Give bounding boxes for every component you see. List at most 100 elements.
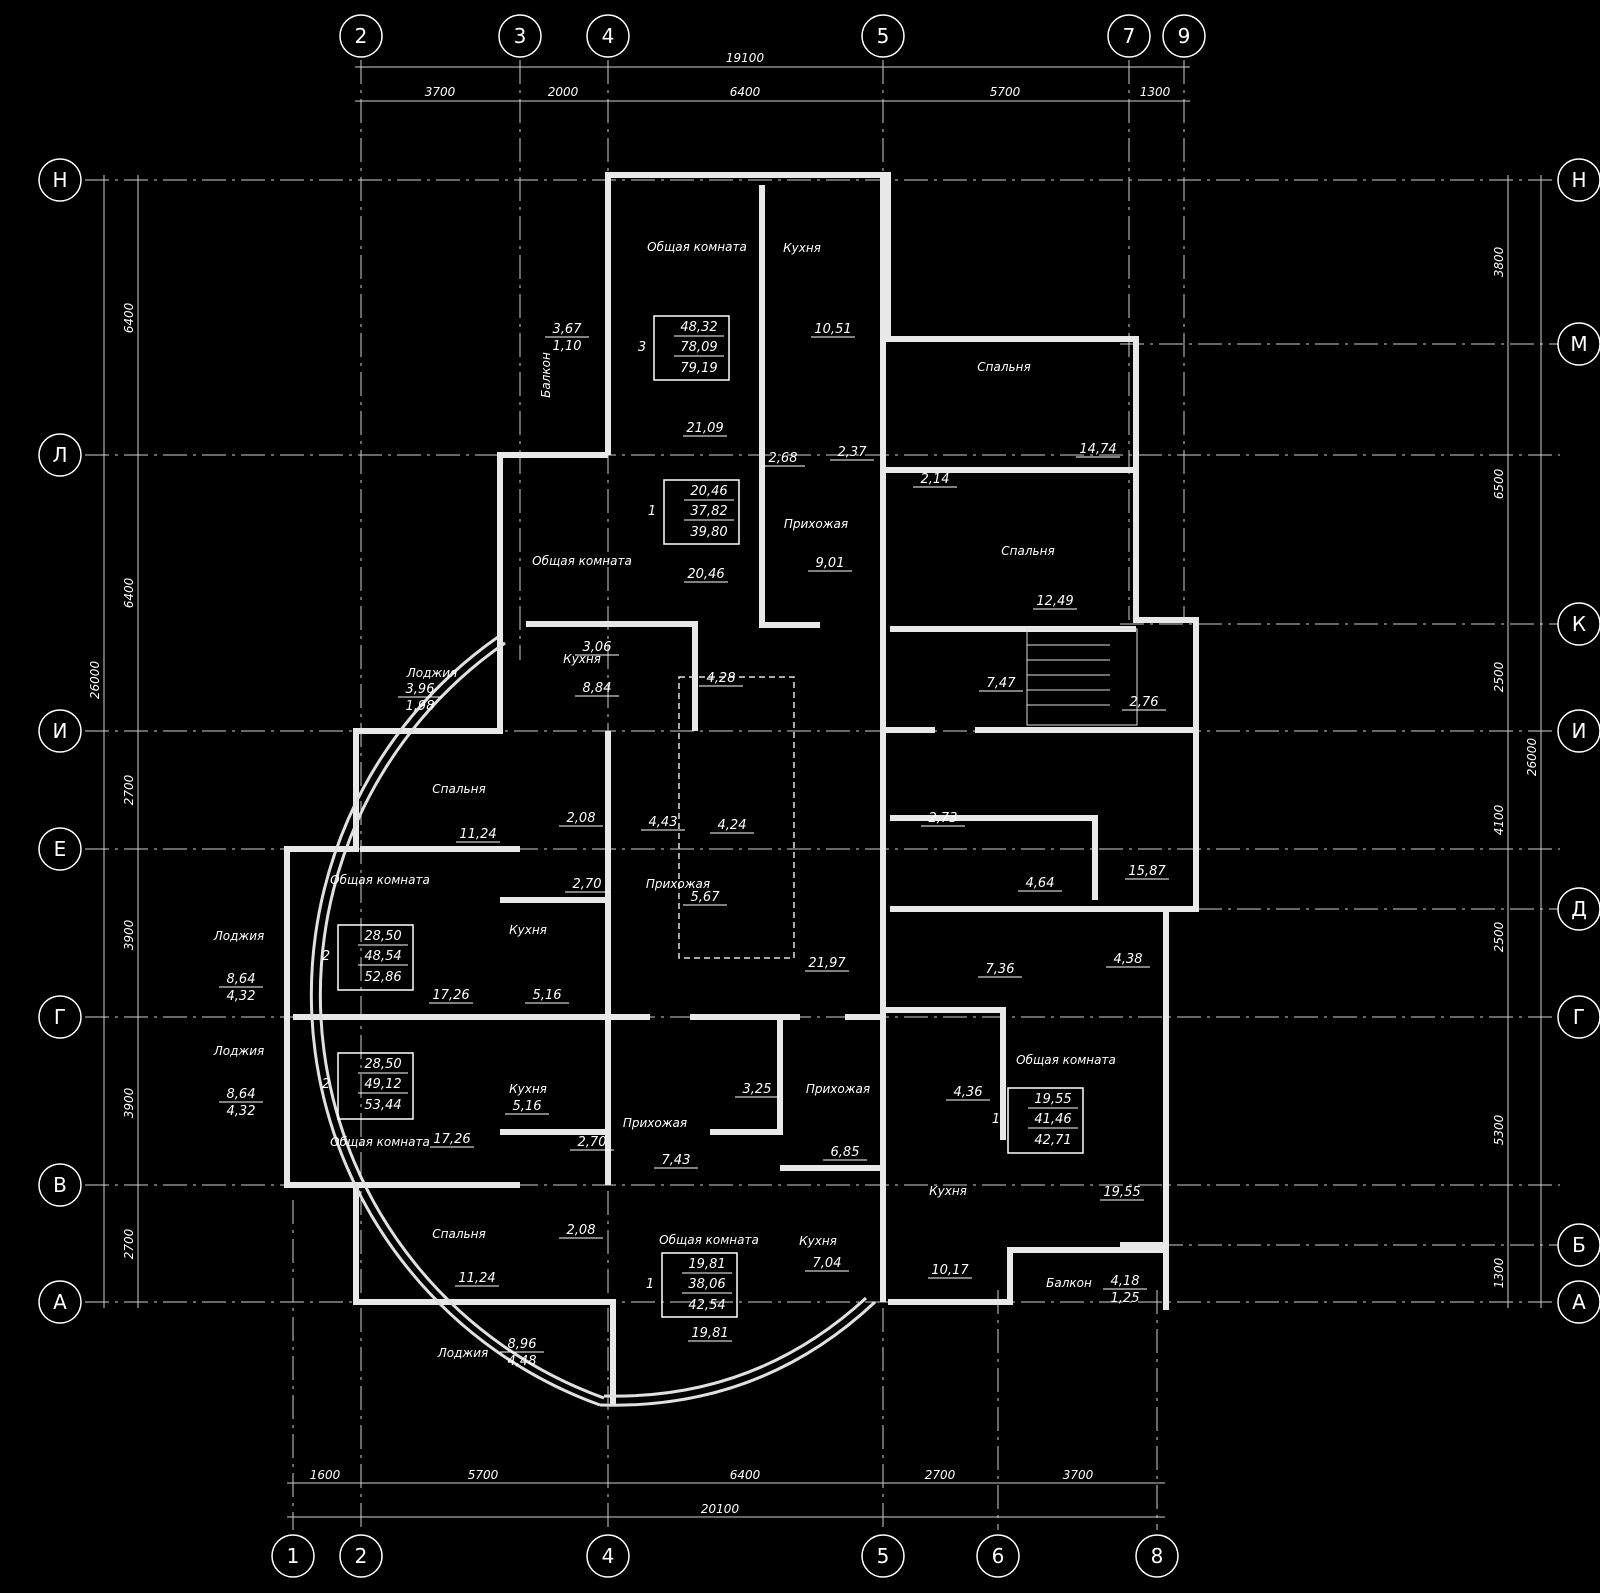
apartment-total-with-balcony: 42,71	[1034, 1133, 1071, 1148]
apartment-living-area: 28,50	[364, 1057, 401, 1072]
loggia-curves	[309, 635, 877, 1407]
dimension-left: 6400	[122, 577, 136, 608]
room-area: 5,16	[513, 1099, 542, 1114]
room-name: Общая комната	[330, 873, 430, 887]
room-labels: Общая комната21,09Кухня10,51Балкон3,671,…	[213, 240, 1169, 1369]
apartment-rooms: 1	[648, 504, 656, 519]
axis-circle	[1107, 14, 1151, 58]
axis-label: 7	[1123, 24, 1136, 48]
apartment-rooms: 3	[638, 340, 646, 355]
room-area: 5,67	[691, 890, 721, 905]
room-name: Прихожая	[784, 517, 848, 531]
dimension-left: 2700	[122, 1228, 136, 1259]
apartment-boxes	[337, 315, 1084, 1318]
axis-circle	[498, 14, 542, 58]
axis-circle	[1135, 1534, 1179, 1578]
axis-circle	[1557, 709, 1600, 753]
axis-circle	[339, 14, 383, 58]
room-area: 10,17	[931, 1263, 969, 1278]
axis-marker: К	[1557, 602, 1600, 646]
room: 21,97	[805, 956, 849, 972]
room-name: Лоджия	[213, 929, 265, 943]
room-area: 9,01	[816, 556, 845, 571]
dimension-right: 26000	[1525, 738, 1539, 777]
apartment-rooms: 1	[646, 1277, 654, 1292]
room-area: 15,87	[1128, 864, 1166, 879]
room-area: 21,97	[808, 956, 846, 971]
axis-marker: В	[38, 1163, 82, 1207]
axis-label: А	[53, 1290, 67, 1314]
apartment-total-with-balcony: 42,54	[688, 1298, 725, 1313]
room-area: 2,73	[929, 811, 958, 826]
apartment-rooms: 1	[992, 1112, 1000, 1127]
axis-circle	[1162, 14, 1206, 58]
room-name: Общая комната	[647, 240, 747, 254]
dimension-lines	[103, 66, 1542, 1518]
dimension-left: 6400	[122, 302, 136, 333]
axis-marker: 7	[1107, 14, 1151, 58]
axis-marker: Г	[1557, 995, 1600, 1039]
room: 2,37	[830, 445, 874, 461]
axis-marker: 1	[271, 1534, 315, 1578]
room-area: 4,28	[707, 671, 736, 686]
room-name: Лоджия	[213, 1044, 265, 1058]
axis-marker: Б	[1557, 1223, 1600, 1267]
room: 2,70	[565, 877, 609, 893]
axis-circle	[586, 1534, 630, 1578]
dimension-bottom: 20100	[701, 1502, 740, 1516]
room-area: 11,24	[459, 827, 496, 842]
dimension-bottom: 5700	[468, 1468, 499, 1482]
axis-marker: Г	[38, 995, 82, 1039]
axis-label: 5	[877, 1544, 890, 1568]
room-name: Кухня	[799, 1234, 837, 1248]
apartment-total-area: 78,09	[680, 340, 717, 355]
axis-circle	[38, 827, 82, 871]
room: 2,76	[1122, 695, 1166, 711]
room-area: 19,81	[691, 1326, 728, 1341]
axis-label: А	[1572, 1290, 1586, 1314]
dimension-bottom: 2700	[925, 1468, 956, 1482]
room: 7,47	[979, 676, 1023, 692]
room: 2,70	[570, 1135, 614, 1151]
room-name: Лоджия	[437, 1346, 489, 1360]
dimension-left: 3900	[122, 919, 136, 950]
apartment-living-area: 20,46	[690, 484, 727, 499]
room-area-secondary: 4,32	[227, 989, 256, 1004]
axis-marker: Л	[38, 433, 82, 477]
room-name: Лоджия	[406, 666, 458, 680]
room-area: 12,49	[1036, 594, 1073, 609]
room-name: Общая комната	[532, 554, 632, 568]
room-area: 2,37	[838, 445, 868, 460]
axis-marker: 3	[498, 14, 542, 58]
dimension-left: 26000	[88, 661, 102, 700]
axis-label: М	[1570, 332, 1587, 356]
room: 2,14	[913, 472, 957, 488]
room-area: 8,84	[583, 681, 612, 696]
dimension-top: 1300	[1140, 85, 1171, 99]
dimension-right: 2500	[1492, 921, 1506, 952]
axis-label: 2	[355, 24, 368, 48]
room: 3,06	[575, 640, 619, 656]
axis-circle	[38, 995, 82, 1039]
apartment-living-area: 48,32	[680, 320, 717, 335]
axis-label: Е	[54, 837, 67, 861]
axis-circle	[1557, 1223, 1600, 1267]
apartment-living-area: 19,55	[1034, 1092, 1071, 1107]
axis-marker: М	[1557, 322, 1600, 366]
room-name: Кухня	[563, 652, 601, 666]
room-name: Общая комната	[1016, 1053, 1116, 1067]
